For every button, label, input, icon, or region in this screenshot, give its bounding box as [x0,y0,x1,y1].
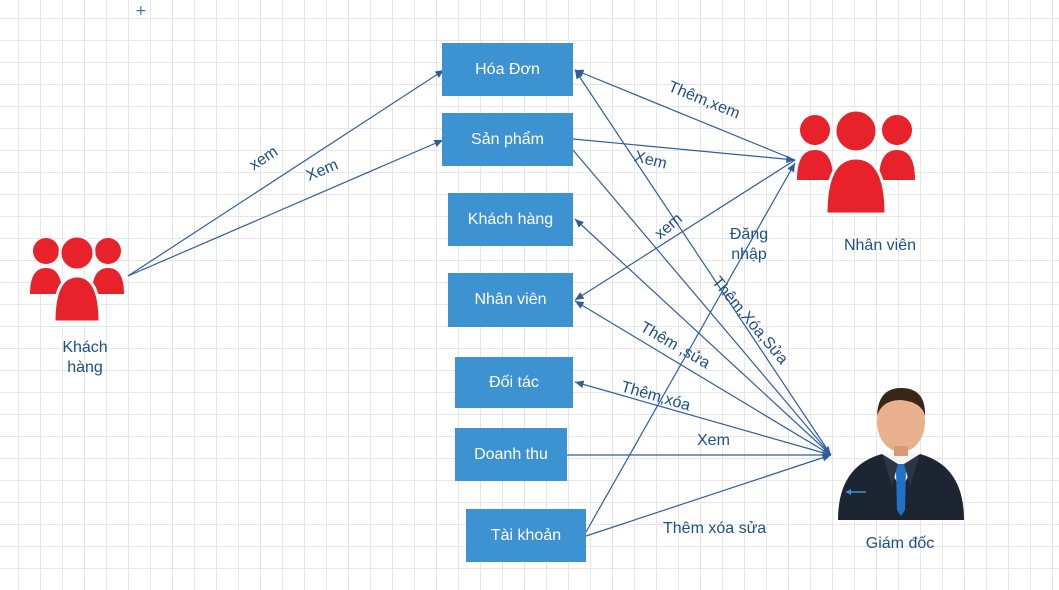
edge-san-pham-staff [572,138,796,164]
actor-label-customer: Khách hàng [62,339,108,376]
edge-customer-san-pham [127,139,444,277]
canvas-plus-marker: + [135,3,147,19]
edge-label-staff-login: Đăng nhập [729,226,769,263]
edge-staff-nhan-vien [574,159,796,301]
entity-box-hoa-don[interactable]: Hóa Đơn [442,43,573,96]
edge-customer-hoa-don [127,69,445,277]
edge-director-doi-tac [574,380,832,456]
edge-director-khach-hang [574,218,832,456]
businessman-icon [838,388,964,520]
edge-label-director-tai-khoan: Thêm xóa sửa [663,520,767,537]
user-group-icon [30,234,124,324]
entity-box-san-pham[interactable]: Sản phẩm [442,113,573,166]
edge-tai-khoan-staff [585,162,796,533]
actor-label-staff: Nhân viên [843,237,917,254]
edge-staff-hoa-don [574,69,796,161]
user-group-icon [797,108,915,216]
entity-box-nhan-vien[interactable]: Nhân viên [448,273,573,327]
actor-label-director: Giám đốc [865,535,935,552]
edge-director-nhan-vien [574,300,832,456]
entity-box-khach-hang[interactable]: Khách hàng [448,193,573,246]
edge-director-hoa-don [574,69,832,456]
edge-tai-khoan-director [585,454,832,537]
edge-san-pham-director [572,149,832,456]
entity-box-doanh-thu[interactable]: Doanh thu [455,428,567,481]
entity-box-tai-khoan[interactable]: Tài khoản [466,509,586,562]
entity-box-doi-tac[interactable]: Đối tác [455,357,573,408]
edge-label-director-doanh-thu: Xem [697,432,730,449]
